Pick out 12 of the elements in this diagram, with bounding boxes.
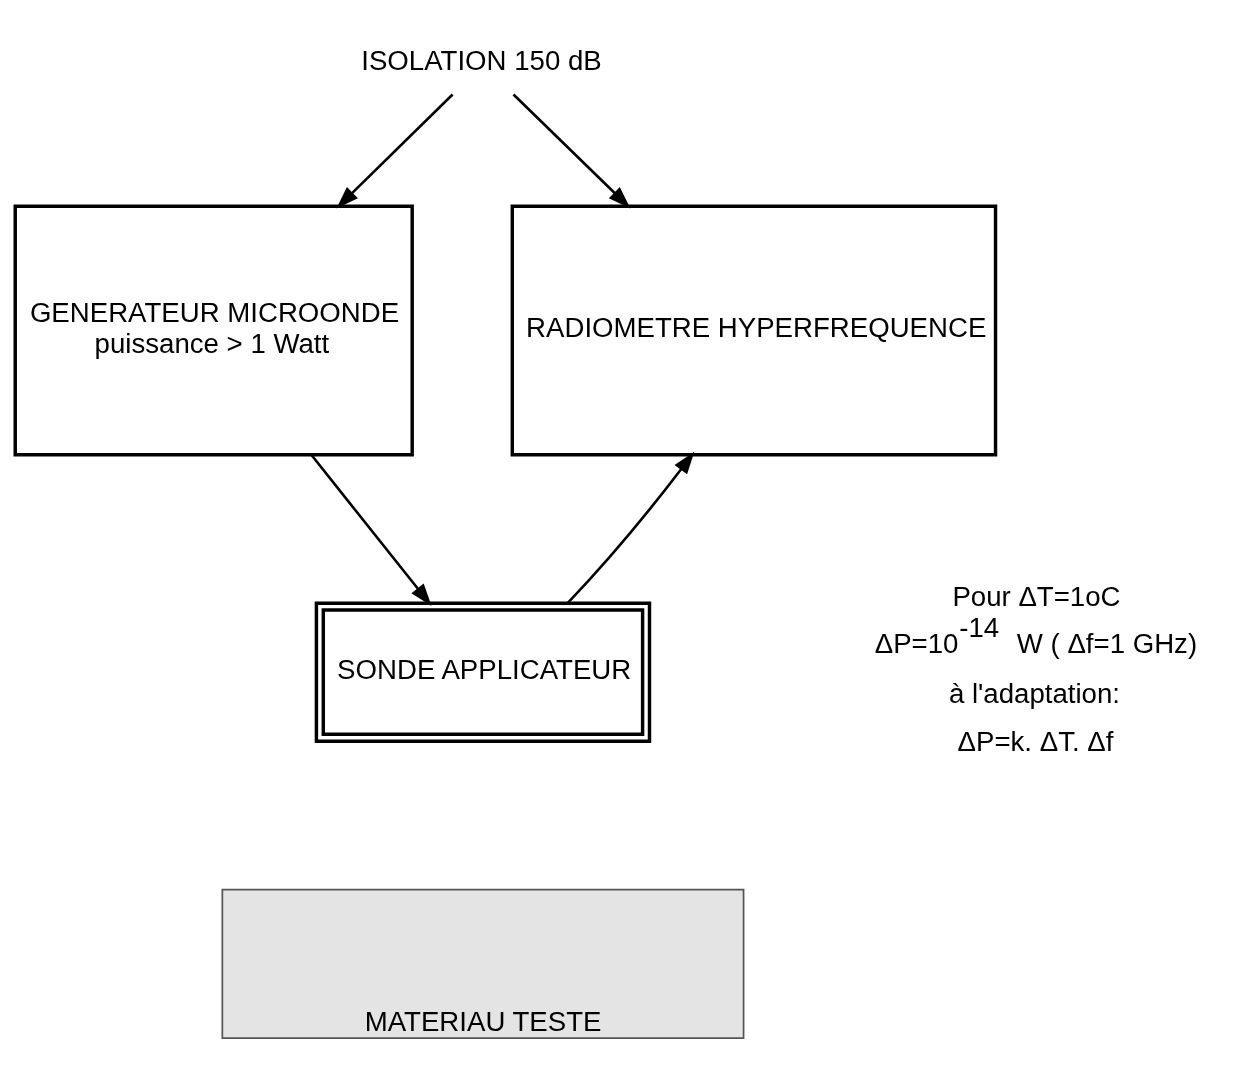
arrow bbox=[566, 451, 695, 604]
arrow bbox=[336, 93, 454, 208]
label: à l'adaptation: bbox=[948, 677, 1120, 709]
node-box: GENERATEUR MICROONDE puissance > 1 Watt bbox=[13, 204, 414, 456]
arrow bbox=[310, 453, 432, 606]
node-text: ISOLATION 150 dB bbox=[361, 44, 602, 76]
node-box: SONDE APPLICATEUR bbox=[314, 600, 652, 743]
arrow bbox=[512, 93, 631, 208]
node-box: MATERIAU TESTE bbox=[221, 888, 745, 1039]
label: Pour ΔT=1oC bbox=[952, 580, 1121, 612]
label: ΔP=k. ΔT. Δf bbox=[957, 725, 1114, 757]
node-box: RADIOMETRE HYPERFREQUENCE bbox=[510, 204, 998, 456]
